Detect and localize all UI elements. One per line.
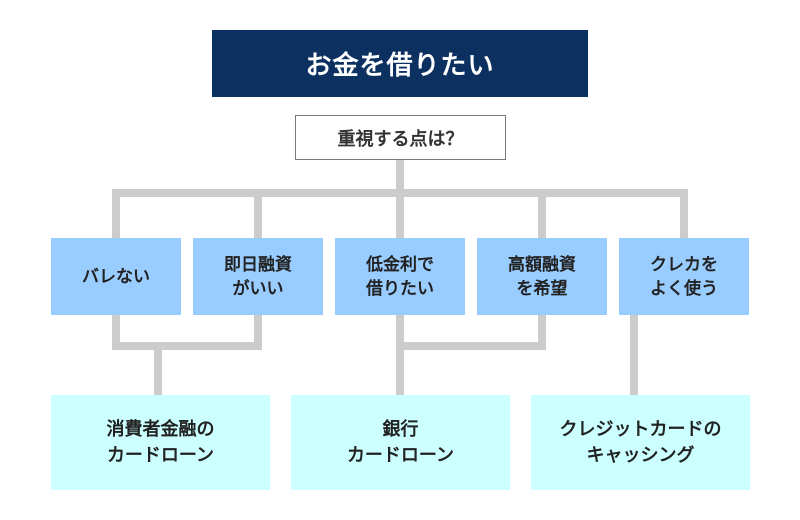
chart-title: お金を借りたい	[212, 30, 588, 97]
criterion-low-interest: 低金利で 借りたい	[335, 238, 465, 315]
criterion-credit-card-user: クレカを よく使う	[619, 238, 749, 315]
result-consumer-finance-card-loan: 消費者金融の カードローン	[51, 395, 270, 490]
question-box: 重視する点は？	[295, 115, 506, 160]
result-credit-card-cashing: クレジットカードの キャッシング	[531, 395, 750, 490]
criterion-large-loan: 高額融資 を希望	[477, 238, 607, 315]
criterion-no-exposure: バレない	[51, 238, 181, 315]
criterion-same-day-loan: 即日融資 がいい	[193, 238, 323, 315]
result-bank-card-loan: 銀行 カードローン	[291, 395, 510, 490]
